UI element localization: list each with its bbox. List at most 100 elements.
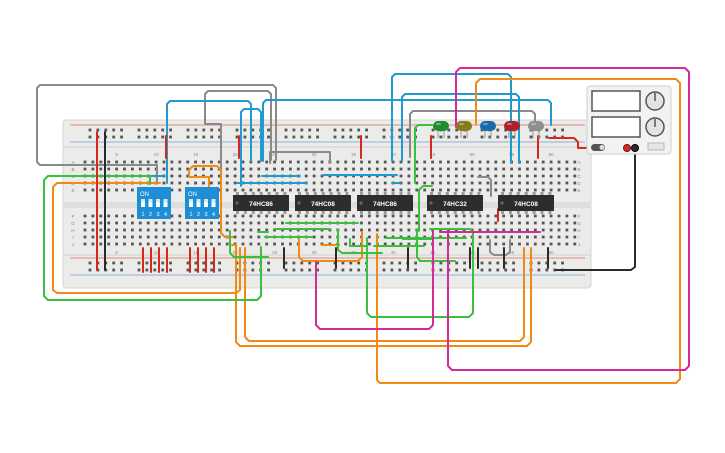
rail-hole[interactable] [341,128,345,132]
breadboard-hole[interactable] [257,174,261,178]
breadboard-hole[interactable] [146,228,150,232]
led-green[interactable] [433,121,449,138]
breadboard-hole[interactable] [439,174,442,178]
breadboard-hole[interactable] [478,228,482,232]
rail-hole[interactable] [202,261,206,265]
breadboard-hole[interactable] [123,160,126,164]
rail-hole[interactable] [169,268,172,272]
breadboard-hole[interactable] [391,221,395,225]
breadboard-hole[interactable] [320,181,324,185]
rail-hole[interactable] [88,128,92,132]
dip-toggle[interactable] [148,199,153,207]
breadboard-hole[interactable] [565,242,569,246]
breadboard-hole[interactable] [439,181,442,185]
breadboard-hole[interactable] [336,181,340,185]
breadboard-hole[interactable] [573,160,577,164]
breadboard-hole[interactable] [328,214,332,218]
rail-hole[interactable] [284,128,288,132]
breadboard-hole[interactable] [91,214,95,218]
breadboard-hole[interactable] [233,228,237,232]
breadboard-hole[interactable] [131,167,134,171]
breadboard-hole[interactable] [454,214,458,218]
ic-chip-74hc86[interactable]: 74HC86 [357,192,413,214]
breadboard-hole[interactable] [352,167,355,171]
breadboard-hole[interactable] [518,174,521,178]
breadboard-hole[interactable] [186,181,190,185]
breadboard-hole[interactable] [107,188,111,192]
breadboard-hole[interactable] [131,188,134,192]
rail-hole[interactable] [210,128,214,132]
breadboard-hole[interactable] [415,160,419,164]
breadboard-hole[interactable] [99,160,103,164]
breadboard-hole[interactable] [447,221,450,225]
rail-hole[interactable] [545,135,549,139]
breadboard-hole[interactable] [526,214,529,218]
breadboard-hole[interactable] [281,242,284,246]
rail-hole[interactable] [553,268,557,272]
rail-hole[interactable] [145,128,149,132]
breadboard-hole[interactable] [494,160,498,164]
rail-hole[interactable] [194,268,198,272]
breadboard-hole[interactable] [83,167,87,171]
breadboard-hole[interactable] [510,235,513,239]
rail-hole[interactable] [349,261,353,265]
breadboard-hole[interactable] [352,235,355,239]
breadboard-hole[interactable] [478,167,482,171]
breadboard-hole[interactable] [289,160,292,164]
rail-hole[interactable] [382,261,386,265]
breadboard-hole[interactable] [573,214,577,218]
breadboard-hole[interactable] [549,214,553,218]
rail-hole[interactable] [480,268,484,272]
breadboard-hole[interactable] [312,174,316,178]
breadboard-hole[interactable] [320,167,324,171]
breadboard-hole[interactable] [186,235,190,239]
breadboard-hole[interactable] [249,221,253,225]
breadboard-hole[interactable] [557,167,561,171]
breadboard-hole[interactable] [178,188,182,192]
breadboard-hole[interactable] [131,221,134,225]
breadboard-hole[interactable] [257,228,261,232]
breadboard-hole[interactable] [486,160,490,164]
breadboard-hole[interactable] [289,214,292,218]
breadboard-hole[interactable] [170,160,174,164]
rail-hole[interactable] [161,135,165,139]
breadboard-hole[interactable] [368,228,371,232]
ic-chip-74hc86[interactable]: 74HC86 [233,192,289,214]
breadboard-hole[interactable] [186,242,190,246]
breadboard-hole[interactable] [225,160,229,164]
breadboard-hole[interactable] [510,167,513,171]
breadboard-hole[interactable] [541,181,545,185]
breadboard-hole[interactable] [549,228,553,232]
breadboard-hole[interactable] [225,221,229,225]
power-terminal-negative[interactable] [631,144,639,152]
wire-green[interactable] [414,124,433,184]
breadboard-hole[interactable] [407,214,411,218]
breadboard-hole[interactable] [533,235,537,239]
rail-hole[interactable] [512,268,515,272]
breadboard-hole[interactable] [312,242,316,246]
rail-hole[interactable] [398,128,402,132]
rail-hole[interactable] [112,135,116,139]
breadboard-hole[interactable] [462,221,466,225]
wire-black-ground[interactable] [555,147,636,271]
rail-hole[interactable] [455,261,459,265]
breadboard-hole[interactable] [533,188,537,192]
breadboard-hole[interactable] [368,221,371,225]
breadboard-hole[interactable] [281,221,284,225]
breadboard-hole[interactable] [494,214,498,218]
breadboard-hole[interactable] [312,167,316,171]
breadboard-hole[interactable] [289,242,292,246]
wire-gray[interactable] [36,84,277,184]
breadboard-hole[interactable] [178,242,182,246]
dip-toggle[interactable] [156,199,160,207]
rail-hole[interactable] [455,135,459,139]
rail-hole[interactable] [341,135,345,139]
rail-hole[interactable] [537,261,541,265]
power-supply[interactable] [586,85,672,155]
rail-hole[interactable] [112,268,116,272]
breadboard-hole[interactable] [123,214,126,218]
rail-hole[interactable] [439,268,443,272]
breadboard-hole[interactable] [178,160,182,164]
